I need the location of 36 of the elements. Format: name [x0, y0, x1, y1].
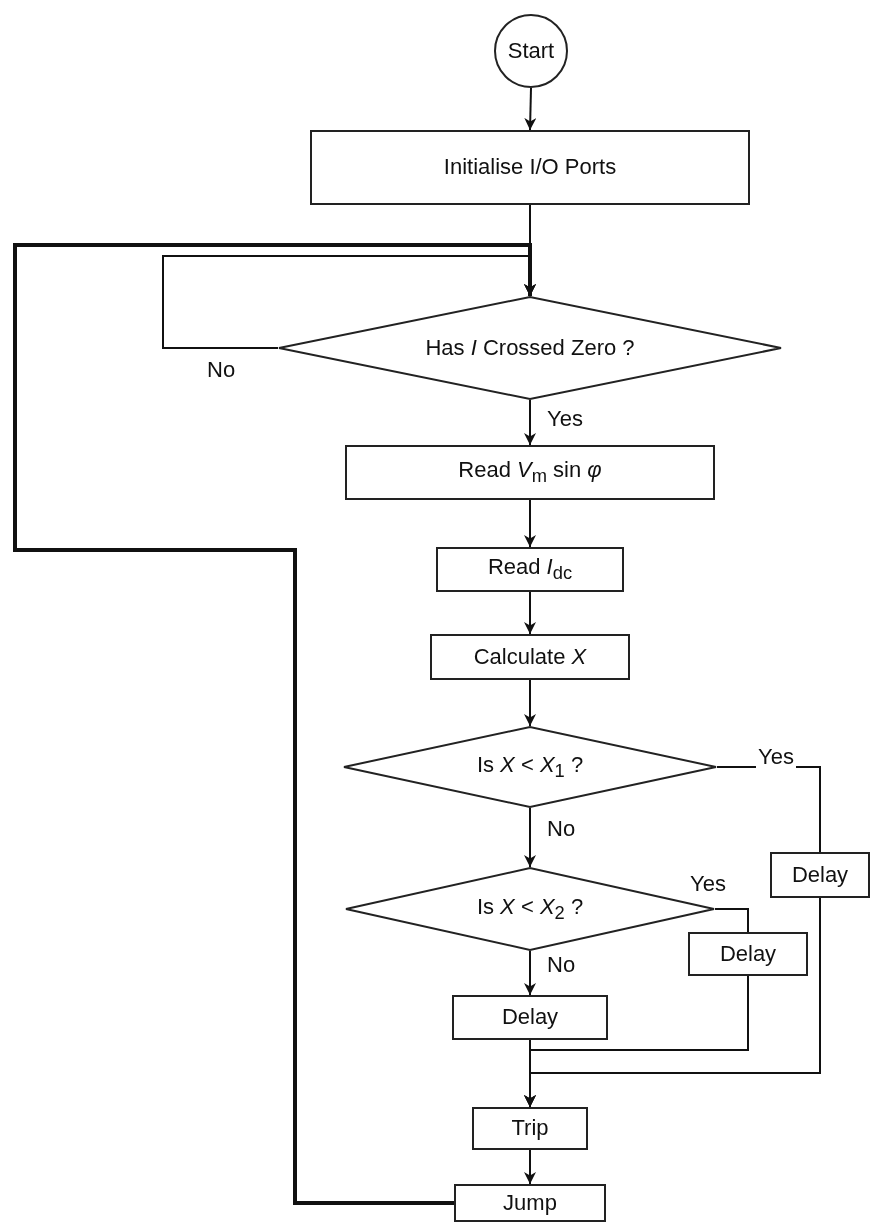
- process-box: [770, 852, 870, 898]
- decision-diamond: [278, 296, 782, 400]
- arrow: [524, 897, 821, 1108]
- process-box: [688, 932, 808, 976]
- process-box: [345, 445, 715, 500]
- node-text: Initialise I/O Ports: [443, 155, 617, 180]
- arrow: [524, 591, 536, 635]
- arrow: [13, 243, 536, 1205]
- terminal-circle: [494, 14, 568, 88]
- node-text: Is X < X$_{1}$ ?: [476, 752, 584, 782]
- node-text: Delay: [791, 862, 849, 888]
- arrow: [524, 1149, 536, 1185]
- process-box: [452, 995, 608, 1040]
- arrow: [524, 807, 536, 868]
- node-text: Calculate X: [473, 644, 587, 670]
- arrow: [524, 399, 536, 446]
- arrow: [524, 499, 536, 548]
- node-text: Read V$_{m}$ sin φ: [458, 458, 602, 487]
- arrow: [714, 908, 749, 933]
- node-text: Jump: [503, 1190, 557, 1216]
- node-text: Delay: [501, 1005, 559, 1030]
- node-text: Read I$_{dc}$: [487, 555, 573, 584]
- arrow: [524, 679, 536, 727]
- process-box: [310, 130, 750, 205]
- node-text: Trip: [511, 1116, 549, 1141]
- process-box: [472, 1107, 588, 1150]
- arrow: [524, 950, 536, 996]
- node-text: Start: [507, 38, 555, 64]
- decision-diamond: [343, 726, 717, 808]
- node-text: Has I Crossed Zero ?: [425, 335, 635, 361]
- process-box: [430, 634, 630, 680]
- arrow: [524, 87, 537, 131]
- process-box: [454, 1184, 606, 1222]
- node-text: Is X < X$_{2}$ ?: [476, 894, 584, 924]
- process-box: [436, 547, 624, 592]
- node-text: Delay: [719, 941, 777, 967]
